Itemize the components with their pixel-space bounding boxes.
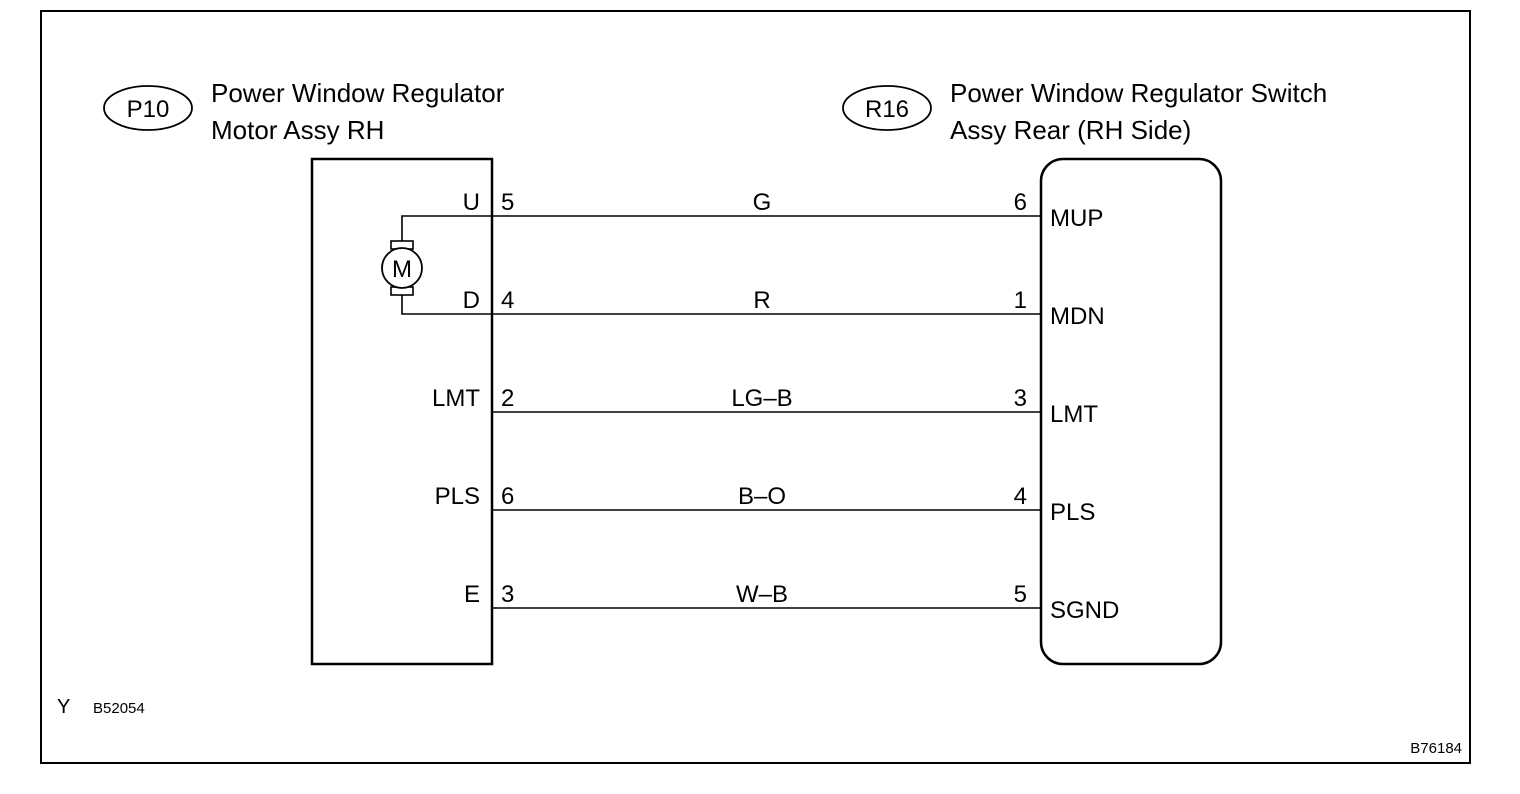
right-terminal-label: SGND <box>1050 597 1119 624</box>
left-pin-number: 4 <box>501 287 514 314</box>
wire-color-code: G <box>753 189 772 216</box>
left-terminal-label: D <box>463 287 480 314</box>
left-terminal-label: U <box>463 189 480 216</box>
right-component-header: R16 Power Window Regulator Switch Assy R… <box>842 78 1327 145</box>
left-component-header: P10 Power Window Regulator Motor Assy RH <box>103 78 505 145</box>
diagram-frame <box>40 10 1471 764</box>
connector-id-left: P10 <box>127 96 170 123</box>
right-pin-number: 6 <box>1014 189 1027 216</box>
wire-color-code: W–B <box>736 581 788 608</box>
connector-id-badge-right <box>842 85 932 131</box>
left-pin-number: 3 <box>501 581 514 608</box>
left-component-title-line1: Power Window Regulator <box>211 78 505 108</box>
right-terminal-label: MUP <box>1050 205 1103 232</box>
right-pin-number: 3 <box>1014 385 1027 412</box>
motor-icon <box>381 247 423 289</box>
left-pin-number: 6 <box>501 483 514 510</box>
right-component-title-line2: Assy Rear (RH Side) <box>950 115 1191 145</box>
right-terminal-label: MDN <box>1050 303 1105 330</box>
right-component-title-line1: Power Window Regulator Switch <box>950 78 1327 108</box>
connector-id-badge-left <box>103 85 193 131</box>
right-pin-number: 1 <box>1014 287 1027 314</box>
footer-code-right: B76184 <box>1410 740 1462 757</box>
left-component-title-line2: Motor Assy RH <box>211 115 384 145</box>
right-terminal-label: PLS <box>1050 499 1095 526</box>
left-pin-number: 5 <box>501 189 514 216</box>
wire-color-code: B–O <box>738 483 786 510</box>
motor-symbol-group: M <box>381 215 492 315</box>
left-terminal-label: PLS <box>435 483 480 510</box>
motor-symbol-label: M <box>392 256 412 283</box>
wire-color-code: R <box>753 287 770 314</box>
left-terminal-label: E <box>464 581 480 608</box>
right-pin-number: 4 <box>1014 483 1027 510</box>
right-terminal-label: LMT <box>1050 401 1098 428</box>
right-pin-number: 5 <box>1014 581 1027 608</box>
footer-code-left: B52054 <box>93 700 145 717</box>
motor-internal-wiring <box>401 215 492 315</box>
connector-id-right: R16 <box>865 96 909 123</box>
left-pin-number: 2 <box>501 385 514 412</box>
left-terminal-label: LMT <box>432 385 480 412</box>
wire-color-code: LG–B <box>731 385 792 412</box>
footer-marker: Y <box>57 696 70 718</box>
